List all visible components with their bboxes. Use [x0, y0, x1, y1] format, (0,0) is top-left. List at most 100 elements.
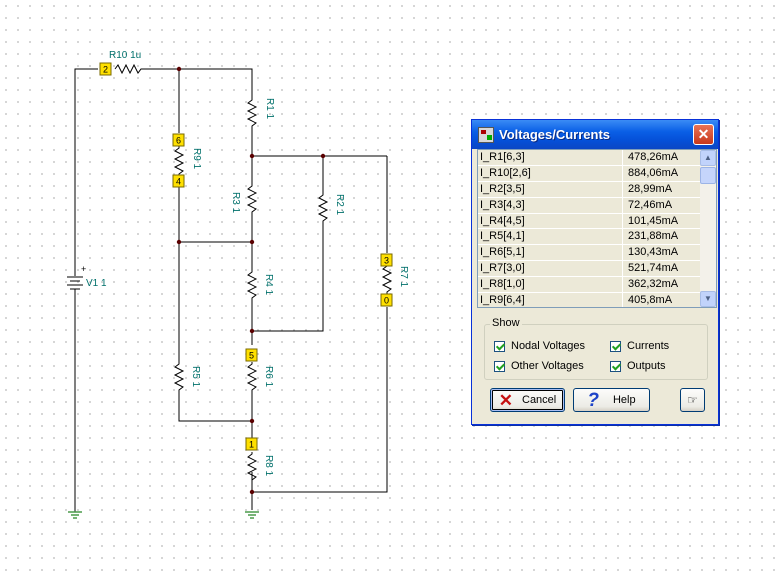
svg-text:5: 5	[249, 351, 254, 361]
resistor-r5[interactable]	[173, 362, 185, 392]
checkbox-checked-icon	[494, 340, 505, 352]
results-scrollbar[interactable]: ▲ ▼	[700, 150, 716, 307]
scroll-thumb[interactable]	[700, 167, 716, 184]
wires	[74, 68, 388, 512]
result-name: I_R6[5,1]	[478, 245, 623, 262]
checkbox-checked-icon	[610, 340, 621, 352]
result-name: I_R8[1,0]	[478, 277, 623, 294]
result-row[interactable]: I_R3[4,3]72,46mA	[478, 197, 701, 214]
svg-text:1: 1	[249, 440, 254, 450]
result-value: 231,88mA	[623, 229, 701, 246]
result-row[interactable]: I_R9[6,4]405,8mA	[478, 293, 701, 307]
result-row[interactable]: I_R1[6,3]478,26mA	[478, 150, 701, 166]
svg-text:4: 4	[176, 177, 181, 187]
result-value: 362,32mA	[623, 277, 701, 294]
ground-symbol-right	[245, 511, 259, 519]
scroll-down-icon[interactable]: ▼	[700, 291, 716, 307]
label-r7: R7 1	[398, 266, 409, 288]
nodal-voltages-label: Nodal Voltages	[511, 340, 585, 352]
node-box-3: 3	[380, 253, 393, 267]
help-question-icon: ?	[587, 389, 599, 411]
result-value: 478,26mA	[623, 150, 701, 166]
result-value: 28,99mA	[623, 181, 701, 198]
label-v1-plus: +	[81, 264, 86, 274]
show-group: Show Nodal Voltages Currents Other Volta…	[484, 317, 708, 380]
node-box-5: 5	[245, 348, 258, 362]
resistor-r9[interactable]	[173, 146, 185, 176]
resistors	[114, 63, 393, 482]
close-button[interactable]: ✕	[693, 124, 714, 145]
resistor-r2[interactable]	[317, 193, 329, 224]
currents-checkbox[interactable]: Currents	[610, 340, 669, 352]
outputs-label: Outputs	[627, 360, 666, 372]
result-row[interactable]: I_R7[3,0]521,74mA	[478, 261, 701, 278]
result-row[interactable]: I_R8[1,0]362,32mA	[478, 277, 701, 294]
help-button[interactable]: ? Help	[573, 388, 650, 412]
other-voltages-checkbox[interactable]: Other Voltages	[494, 360, 584, 372]
result-name: I_R4[4,5]	[478, 213, 623, 230]
label-r4: R4 1	[263, 274, 274, 296]
node-box-1: 1	[245, 437, 258, 451]
nodal-voltages-checkbox[interactable]: Nodal Voltages	[494, 340, 585, 352]
result-name: I_R9[6,4]	[478, 293, 623, 307]
label-r5: R5 1	[190, 366, 201, 388]
pointing-hand-icon: ☞	[687, 393, 698, 407]
ground-symbol-left	[68, 511, 82, 519]
label-r8: R8 1	[263, 455, 274, 477]
outputs-checkbox[interactable]: Outputs	[610, 360, 666, 372]
result-value: 130,43mA	[623, 245, 701, 262]
node-box-0: 0	[380, 293, 393, 307]
resistor-r10[interactable]	[114, 63, 148, 75]
label-r9: R9 1	[191, 148, 202, 170]
result-row[interactable]: I_R4[4,5]101,45mA	[478, 213, 701, 230]
resistor-r3[interactable]	[246, 180, 258, 216]
other-voltages-label: Other Voltages	[511, 360, 584, 372]
label-r2: R2 1	[334, 194, 345, 216]
resistor-r6[interactable]	[246, 362, 258, 392]
node-box-2: 2	[99, 62, 112, 76]
result-value: 101,45mA	[623, 213, 701, 230]
dialog-title: Voltages/Currents	[499, 127, 611, 142]
cancel-button[interactable]: ✕ Cancel	[490, 388, 565, 412]
result-name: I_R10[2,6]	[478, 165, 623, 182]
label-r3: R3 1	[230, 192, 241, 214]
result-name: I_R5[4,1]	[478, 229, 623, 246]
result-value: 884,06mA	[623, 165, 701, 182]
resistor-r4[interactable]	[246, 270, 258, 300]
node-box-4: 4	[172, 174, 185, 188]
result-name: I_R3[4,3]	[478, 197, 623, 214]
checkbox-checked-icon	[494, 360, 505, 372]
resistor-r8[interactable]	[246, 452, 258, 482]
result-value: 72,46mA	[623, 197, 701, 214]
scroll-up-icon[interactable]: ▲	[700, 150, 716, 166]
svg-text:3: 3	[384, 256, 389, 266]
app-icon	[478, 126, 494, 143]
result-value: 405,8mA	[623, 293, 701, 307]
pointer-button[interactable]: ☞	[680, 388, 705, 412]
currents-label: Currents	[627, 340, 670, 352]
label-v1: V1 1	[86, 278, 107, 289]
voltage-source-v1[interactable]	[67, 264, 83, 296]
svg-text:2: 2	[103, 65, 108, 75]
svg-text:0: 0	[384, 296, 389, 306]
resistor-r1[interactable]	[246, 92, 258, 128]
result-row[interactable]: I_R5[4,1]231,88mA	[478, 229, 701, 246]
result-row[interactable]: I_R10[2,6]884,06mA	[478, 165, 701, 182]
svg-text:6: 6	[176, 136, 181, 146]
result-name: I_R2[3,5]	[478, 181, 623, 198]
result-name: I_R1[6,3]	[478, 150, 623, 166]
result-row[interactable]: I_R2[3,5]28,99mA	[478, 181, 701, 198]
result-row[interactable]: I_R6[5,1]130,43mA	[478, 245, 701, 262]
junctions	[176, 66, 326, 495]
help-label: Help	[612, 394, 636, 406]
cancel-x-icon: ✕	[498, 390, 513, 410]
node-box-6: 6	[172, 133, 185, 147]
label-r6: R6 1	[263, 366, 274, 388]
label-r1: R1 1	[264, 98, 275, 120]
label-r10: R10 1u	[109, 50, 141, 61]
resistor-r7[interactable]	[381, 264, 393, 294]
dialog-titlebar[interactable]: Voltages/Currents ✕	[472, 120, 718, 149]
